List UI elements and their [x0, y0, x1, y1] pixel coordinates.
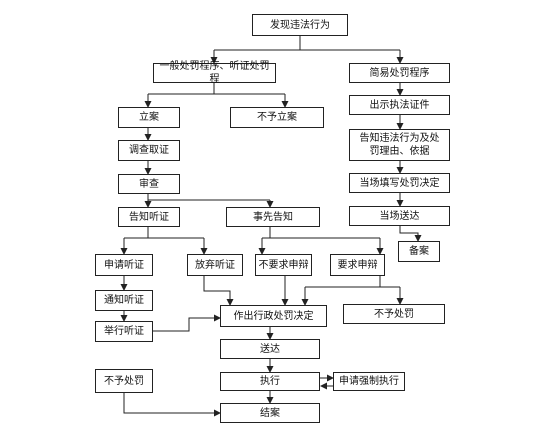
connector	[203, 276, 234, 306]
file-case-node: 立案	[118, 107, 180, 128]
show-id-node: 出示执法证件	[349, 95, 450, 115]
investigate-node: 调查取证	[118, 140, 180, 161]
general-procedure-node: 一般处罚程序、听证处罚程	[153, 61, 276, 85]
review-node: 审查	[118, 174, 180, 194]
no-penalty-right-node: 不予处罚	[343, 304, 445, 324]
apply-hearing-node: 申请听证	[95, 254, 153, 276]
inform-violation-node: 告知违法行为及处 罚理由、依据	[349, 129, 450, 161]
no-penalty-left-node: 不予处罚	[95, 369, 153, 393]
prior-notice-node: 事先告知	[226, 207, 320, 227]
notify-hearing-node: 告知听证	[118, 207, 180, 227]
enforce-node: 申请强制执行	[333, 372, 405, 391]
file-record-node: 备案	[398, 241, 440, 262]
close-case-node: 结案	[220, 403, 320, 423]
waive-hearing-node: 放弃听证	[187, 254, 243, 276]
connector	[123, 393, 221, 417]
simple-procedure-node: 简易处罚程序	[349, 63, 450, 83]
no-defense-node: 不要求申辩	[255, 254, 312, 276]
notice-hearing-node: 通知听证	[95, 290, 153, 311]
execute-node: 执行	[220, 372, 320, 391]
request-defense-node: 要求申辩	[330, 254, 385, 276]
fill-decision-node: 当场填写处罚决定	[349, 173, 450, 193]
hold-hearing-node: 举行听证	[95, 321, 153, 342]
connector	[148, 314, 221, 332]
make-decision-node: 作出行政处罚决定	[220, 305, 327, 327]
title-node: 发现违法行为	[252, 14, 348, 36]
connector	[399, 226, 422, 242]
no-file-case-node: 不予立案	[230, 107, 324, 128]
deliver-onsite-node: 当场送达	[349, 206, 450, 226]
deliver-node: 送达	[220, 339, 320, 359]
